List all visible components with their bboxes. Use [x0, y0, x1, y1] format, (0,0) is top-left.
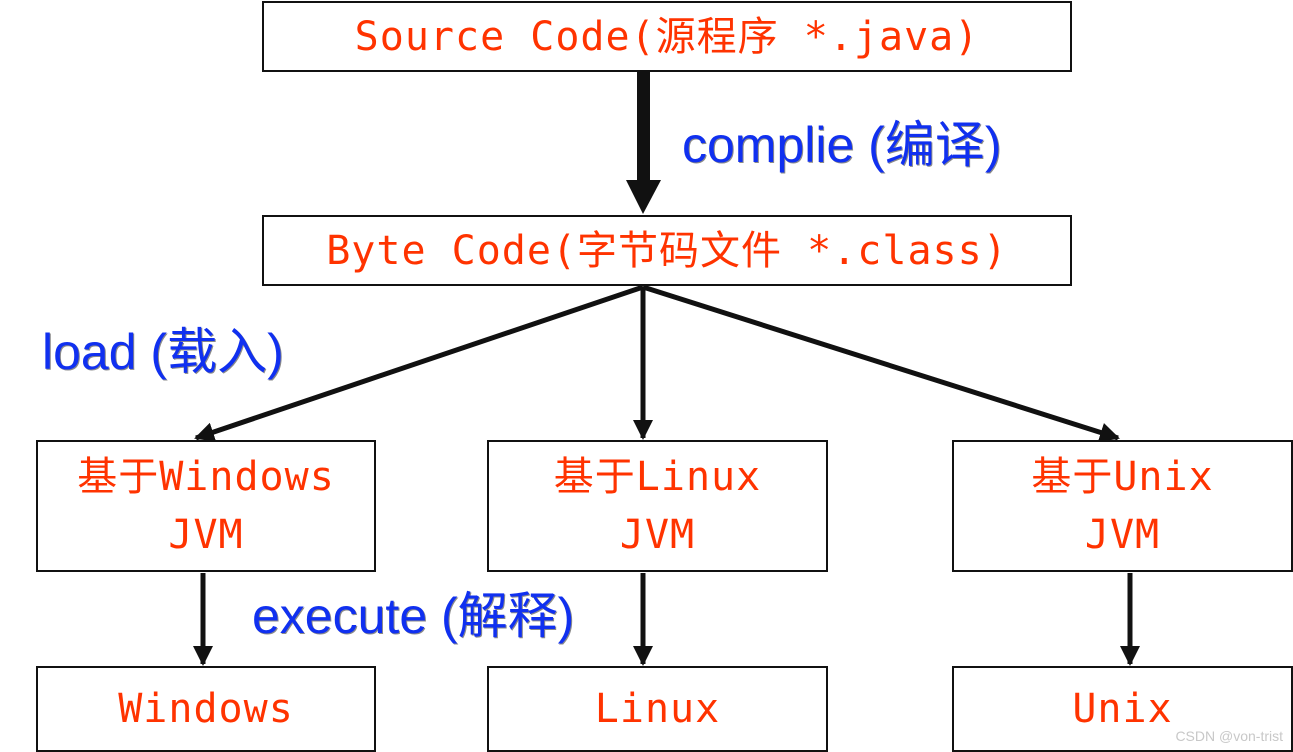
os-windows-box: Windows: [36, 666, 376, 752]
load-arrow-windows: [194, 284, 644, 442]
jvm-linux-box: 基于Linux JVM: [487, 440, 828, 572]
jvm-linux-line1: 基于Linux: [553, 454, 762, 500]
compile-arrow: [626, 72, 661, 214]
os-unix-label: Unix: [1072, 686, 1173, 732]
jvm-linux-line2: JVM: [619, 512, 696, 558]
os-linux-box: Linux: [487, 666, 828, 752]
os-unix-box: Unix: [952, 666, 1293, 752]
bytecode-label: Byte Code(字节码文件 *.class): [326, 227, 1008, 274]
jvm-unix-line1: 基于Unix: [1031, 454, 1214, 500]
jvm-windows-box: 基于Windows JVM: [36, 440, 376, 572]
compile-label: complie (编译): [682, 117, 1002, 173]
execute-label: execute (解释): [252, 588, 575, 644]
jvm-windows-line2: JVM: [168, 512, 244, 558]
bytecode-box: Byte Code(字节码文件 *.class): [262, 215, 1072, 286]
os-linux-label: Linux: [594, 686, 721, 732]
jvm-windows-line1: 基于Windows: [77, 454, 335, 500]
load-arrow-unix: [642, 284, 1120, 443]
source-code-label: Source Code(源程序 *.java): [354, 13, 980, 60]
load-label: load (载入): [42, 324, 284, 380]
csdn-watermark: CSDN @von-trist: [1175, 728, 1283, 744]
jvm-unix-box: 基于Unix JVM: [952, 440, 1293, 572]
os-windows-label: Windows: [118, 686, 294, 732]
jvm-unix-line2: JVM: [1084, 512, 1161, 558]
source-code-box: Source Code(源程序 *.java): [262, 1, 1072, 72]
